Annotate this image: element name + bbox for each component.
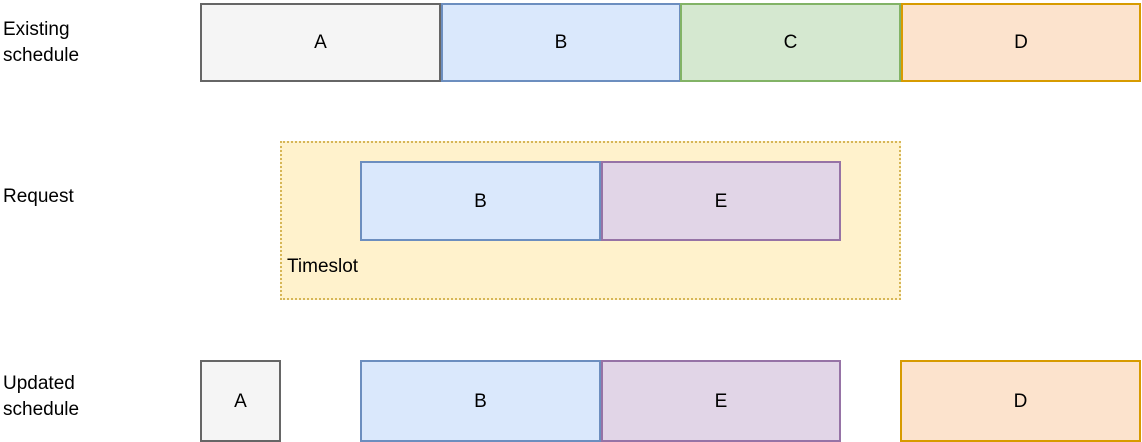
block-existing-a[interactable]: A: [200, 3, 441, 82]
block-request-b[interactable]: B: [360, 161, 601, 241]
row-label-updated: Updated schedule: [3, 373, 80, 420]
block-updated-a[interactable]: A: [200, 360, 281, 442]
block-updated-b[interactable]: B: [360, 360, 601, 442]
block-existing-c[interactable]: C: [680, 3, 901, 82]
timeslot-label: Timeslot: [287, 256, 359, 277]
block-request-e[interactable]: E: [601, 161, 841, 241]
block-existing-b[interactable]: B: [441, 3, 681, 82]
row-label-existing: Existing schedule: [3, 19, 80, 66]
block-updated-d[interactable]: D: [900, 360, 1141, 442]
block-existing-d[interactable]: D: [901, 3, 1141, 82]
block-updated-e[interactable]: E: [601, 360, 841, 442]
row-label-request: Request: [3, 186, 74, 207]
